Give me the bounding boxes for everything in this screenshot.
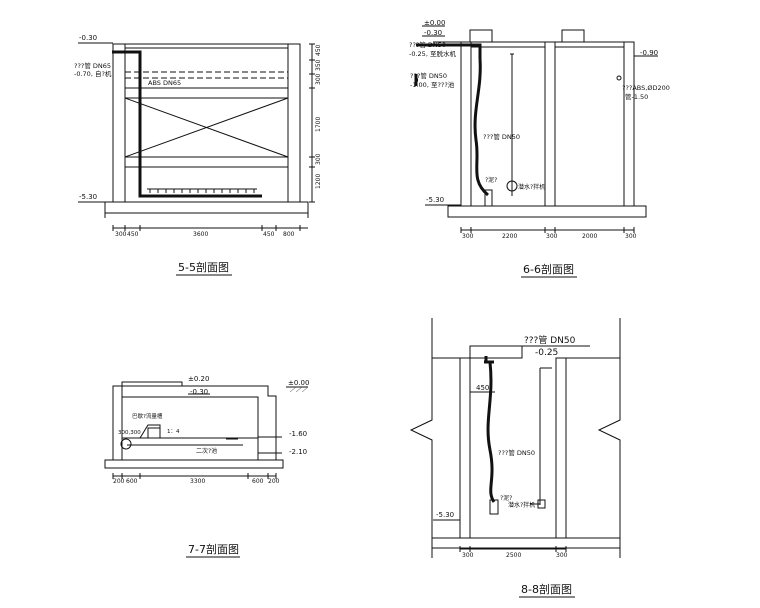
manhole-right (561, 29, 585, 43)
packing-frame-bottom (124, 156, 289, 168)
abs-label: ABS DN65 (148, 79, 181, 87)
svg-text:300: 300 (462, 552, 474, 559)
svg-text:300: 300 (115, 231, 127, 238)
svg-text:3600: 3600 (193, 231, 208, 238)
svg-text:-2.10: -2.10 (289, 448, 307, 456)
section-title: 5-5剖面图 (178, 260, 229, 274)
svg-text:管-1.50: 管-1.50 (625, 92, 648, 101)
svg-text:???ABS,ØD200: ???ABS,ØD200 (622, 84, 670, 92)
section-title: 6-6剖面图 (523, 262, 574, 276)
svg-text:3300: 3300 (190, 478, 205, 485)
svg-text:2500: 2500 (506, 552, 521, 559)
pipe-label: ???管 DN65 (74, 61, 111, 70)
svg-text:300: 300 (462, 233, 474, 240)
svg-text:300: 300 (546, 233, 558, 240)
svg-text:潜水?拌机: 潜水?拌机 (508, 501, 535, 509)
svg-text:???管 DN50: ???管 DN50 (483, 132, 520, 141)
svg-text:300: 300 (315, 73, 322, 85)
sludge-pump (484, 189, 493, 207)
svg-text:二次?池: 二次?池 (196, 447, 217, 455)
right-dims: 450 350 300 1700 300 1200 (309, 43, 322, 203)
bottom-dims: 300 2200 300 2000 300 (460, 227, 637, 240)
svg-text:±0.00: ±0.00 (288, 379, 309, 387)
bottom-dims: 200 600 3300 600 200 (112, 473, 280, 485)
elev-top: -0.30 (79, 34, 97, 42)
manhole-left (469, 29, 493, 43)
svg-text:1200: 1200 (315, 174, 322, 189)
hose (486, 361, 496, 503)
section-5-5: -0.30 ???管 DN65 -0.70, 自?机 ABS DN65 -5.3… (74, 34, 322, 276)
svg-text:300,300: 300,300 (118, 430, 141, 436)
svg-text:300: 300 (556, 552, 568, 559)
svg-text:???管 DN50: ???管 DN50 (524, 334, 576, 346)
svg-text:600: 600 (252, 478, 264, 485)
right-wall (287, 43, 301, 203)
air-pipe (112, 50, 262, 198)
left-wall (112, 43, 126, 203)
elev-bottom: -5.30 (79, 193, 97, 201)
svg-text:-1.00, 至???池: -1.00, 至???池 (410, 80, 455, 89)
sludge-pipe-1 (416, 43, 482, 59)
base-slab (104, 201, 309, 214)
svg-text:???管 DN50: ???管 DN50 (498, 448, 535, 457)
svg-text:1700: 1700 (315, 117, 322, 132)
hose (473, 58, 490, 197)
svg-text:600: 600 (126, 478, 138, 485)
base-slab (104, 459, 284, 469)
svg-text:200: 200 (268, 478, 280, 485)
svg-text:300: 300 (315, 153, 322, 165)
svg-text:800: 800 (283, 231, 295, 238)
svg-text:±0.00: ±0.00 (424, 19, 445, 27)
svg-text:-1.60: -1.60 (289, 430, 307, 438)
svg-text:450: 450 (476, 384, 489, 392)
svg-text:-5.30: -5.30 (436, 511, 454, 519)
diffusers (147, 188, 257, 193)
svg-text:1：4: 1：4 (167, 429, 180, 435)
pipe-elev: -0.70, 自?机 (74, 69, 112, 78)
svg-text:-0.25: -0.25 (535, 348, 558, 358)
section-8-8: ???管 DN50 -0.25 450 ???管 DN50 ?泥? 潜水?拌机 … (409, 318, 621, 598)
svg-text:???管 DN50: ???管 DN50 (409, 40, 446, 49)
svg-text:200: 200 (113, 478, 125, 485)
svg-text:450: 450 (315, 44, 322, 56)
section-6-6: ±0.00 -0.30 ???管 DN50 -0.25, 至脱水机 ???管 D… (409, 19, 670, 278)
svg-text:350: 350 (315, 59, 322, 71)
bottom-dims: 300 2500 300 (459, 546, 568, 559)
base-slab (447, 205, 647, 218)
sludge-pump (489, 499, 499, 515)
svg-text:?泥?: ?泥? (485, 176, 497, 184)
mixer (506, 180, 518, 192)
svg-text:???管 DN50: ???管 DN50 (410, 71, 447, 80)
svg-text:450: 450 (127, 231, 139, 238)
svg-text:450: 450 (263, 231, 275, 238)
svg-text:-0.30: -0.30 (424, 29, 442, 37)
svg-text:2000: 2000 (582, 233, 597, 240)
svg-text:?泥?: ?泥? (500, 494, 512, 502)
bottom-dims: 300 450 3600 450 800 (112, 225, 301, 238)
left-outer-wall (409, 318, 433, 558)
svg-text:300: 300 (625, 233, 637, 240)
svg-text:-0.25, 至脱水机: -0.25, 至脱水机 (409, 49, 456, 58)
svg-text:-0.30: -0.30 (190, 388, 208, 396)
svg-text:-0.90: -0.90 (640, 49, 658, 57)
svg-text:潜水?拌机: 潜水?拌机 (518, 183, 545, 191)
svg-text:±0.20: ±0.20 (188, 375, 209, 383)
svg-text:2200: 2200 (502, 233, 517, 240)
section-title: 8-8剖面图 (521, 582, 572, 596)
svg-text:巴歇?流量槽: 巴歇?流量槽 (132, 412, 163, 420)
svg-text:-5.30: -5.30 (426, 196, 444, 204)
section-title: 7-7剖面图 (188, 542, 239, 556)
section-7-7: ±0.20 -0.30 ±0.00 巴歇?流量槽 300,300 1：4 二次?… (104, 375, 309, 558)
packing-frame-top (124, 87, 289, 99)
